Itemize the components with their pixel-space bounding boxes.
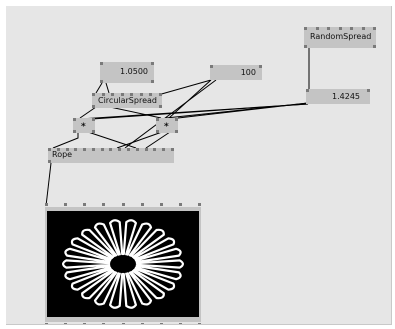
- wire-mult-b-to-rope-2: [146, 132, 170, 148]
- value-box-3-value: 1.4245: [332, 92, 360, 102]
- wire-mult-b-to-rope: [117, 132, 162, 148]
- wire-mult-a-to-rope-2: [88, 132, 136, 148]
- rope-flower-graphic: [47, 211, 199, 317]
- wire-value-a-to-circular-b: [106, 83, 109, 93]
- value-box-1[interactable]: 1.0500: [100, 62, 154, 83]
- wire-rope-to-renderer: [46, 163, 51, 206]
- rope-label: Rope: [52, 150, 72, 160]
- wire-value-c-to-mult-b-2: [178, 103, 308, 118]
- wire-value-a-to-circular-a: [96, 83, 102, 93]
- wire-mult-a-to-rope: [53, 132, 78, 148]
- multiply-node-2[interactable]: *: [156, 118, 178, 133]
- value-box-3[interactable]: 1.4245: [306, 89, 370, 104]
- circularspread-node[interactable]: CircularSpread: [92, 93, 162, 108]
- rope-petal-loops: [63, 220, 183, 307]
- multiply-node-1[interactable]: *: [73, 118, 95, 133]
- randomspread-node[interactable]: RandomSpread: [304, 27, 376, 48]
- value-box-1-value: 1.0500: [120, 67, 148, 77]
- patch-canvas[interactable]: RandomSpread 1.0500 100 1.4245 CircularS…: [6, 6, 392, 325]
- rope-node[interactable]: Rope: [48, 148, 174, 163]
- renderer-window[interactable]: [45, 207, 201, 322]
- wire-circular-to-mult-a: [80, 107, 96, 118]
- value-box-2-value: 100: [241, 68, 256, 78]
- value-box-2[interactable]: 100: [210, 65, 262, 80]
- randomspread-label: RandomSpread: [310, 32, 371, 42]
- render-output: [47, 211, 199, 317]
